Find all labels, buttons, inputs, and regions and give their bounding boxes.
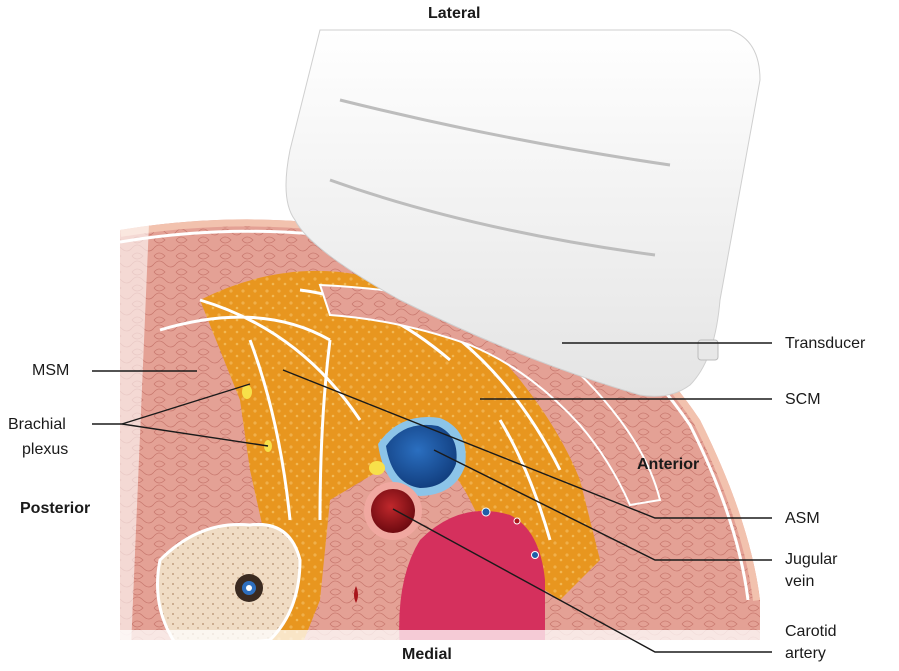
orientation-posterior: Posterior xyxy=(20,499,90,519)
label-brachial-line1: Brachial xyxy=(8,415,66,435)
label-brachial-line2: plexus xyxy=(22,440,68,460)
label-carotid-line2: artery xyxy=(785,644,826,664)
orientation-lateral: Lateral xyxy=(428,4,480,24)
brachial-plexus-nerve xyxy=(242,385,252,399)
label-carotid-line1: Carotid xyxy=(785,622,837,642)
orientation-medial: Medial xyxy=(402,645,452,665)
label-jugular-line1: Jugular xyxy=(785,550,837,570)
nerve xyxy=(369,461,385,475)
label-asm: ASM xyxy=(785,509,820,529)
label-jugular-line2: vein xyxy=(785,572,814,592)
orientation-anterior: Anterior xyxy=(637,455,699,475)
label-scm: SCM xyxy=(785,390,821,410)
label-transducer: Transducer xyxy=(785,334,865,354)
label-msm: MSM xyxy=(32,361,69,381)
